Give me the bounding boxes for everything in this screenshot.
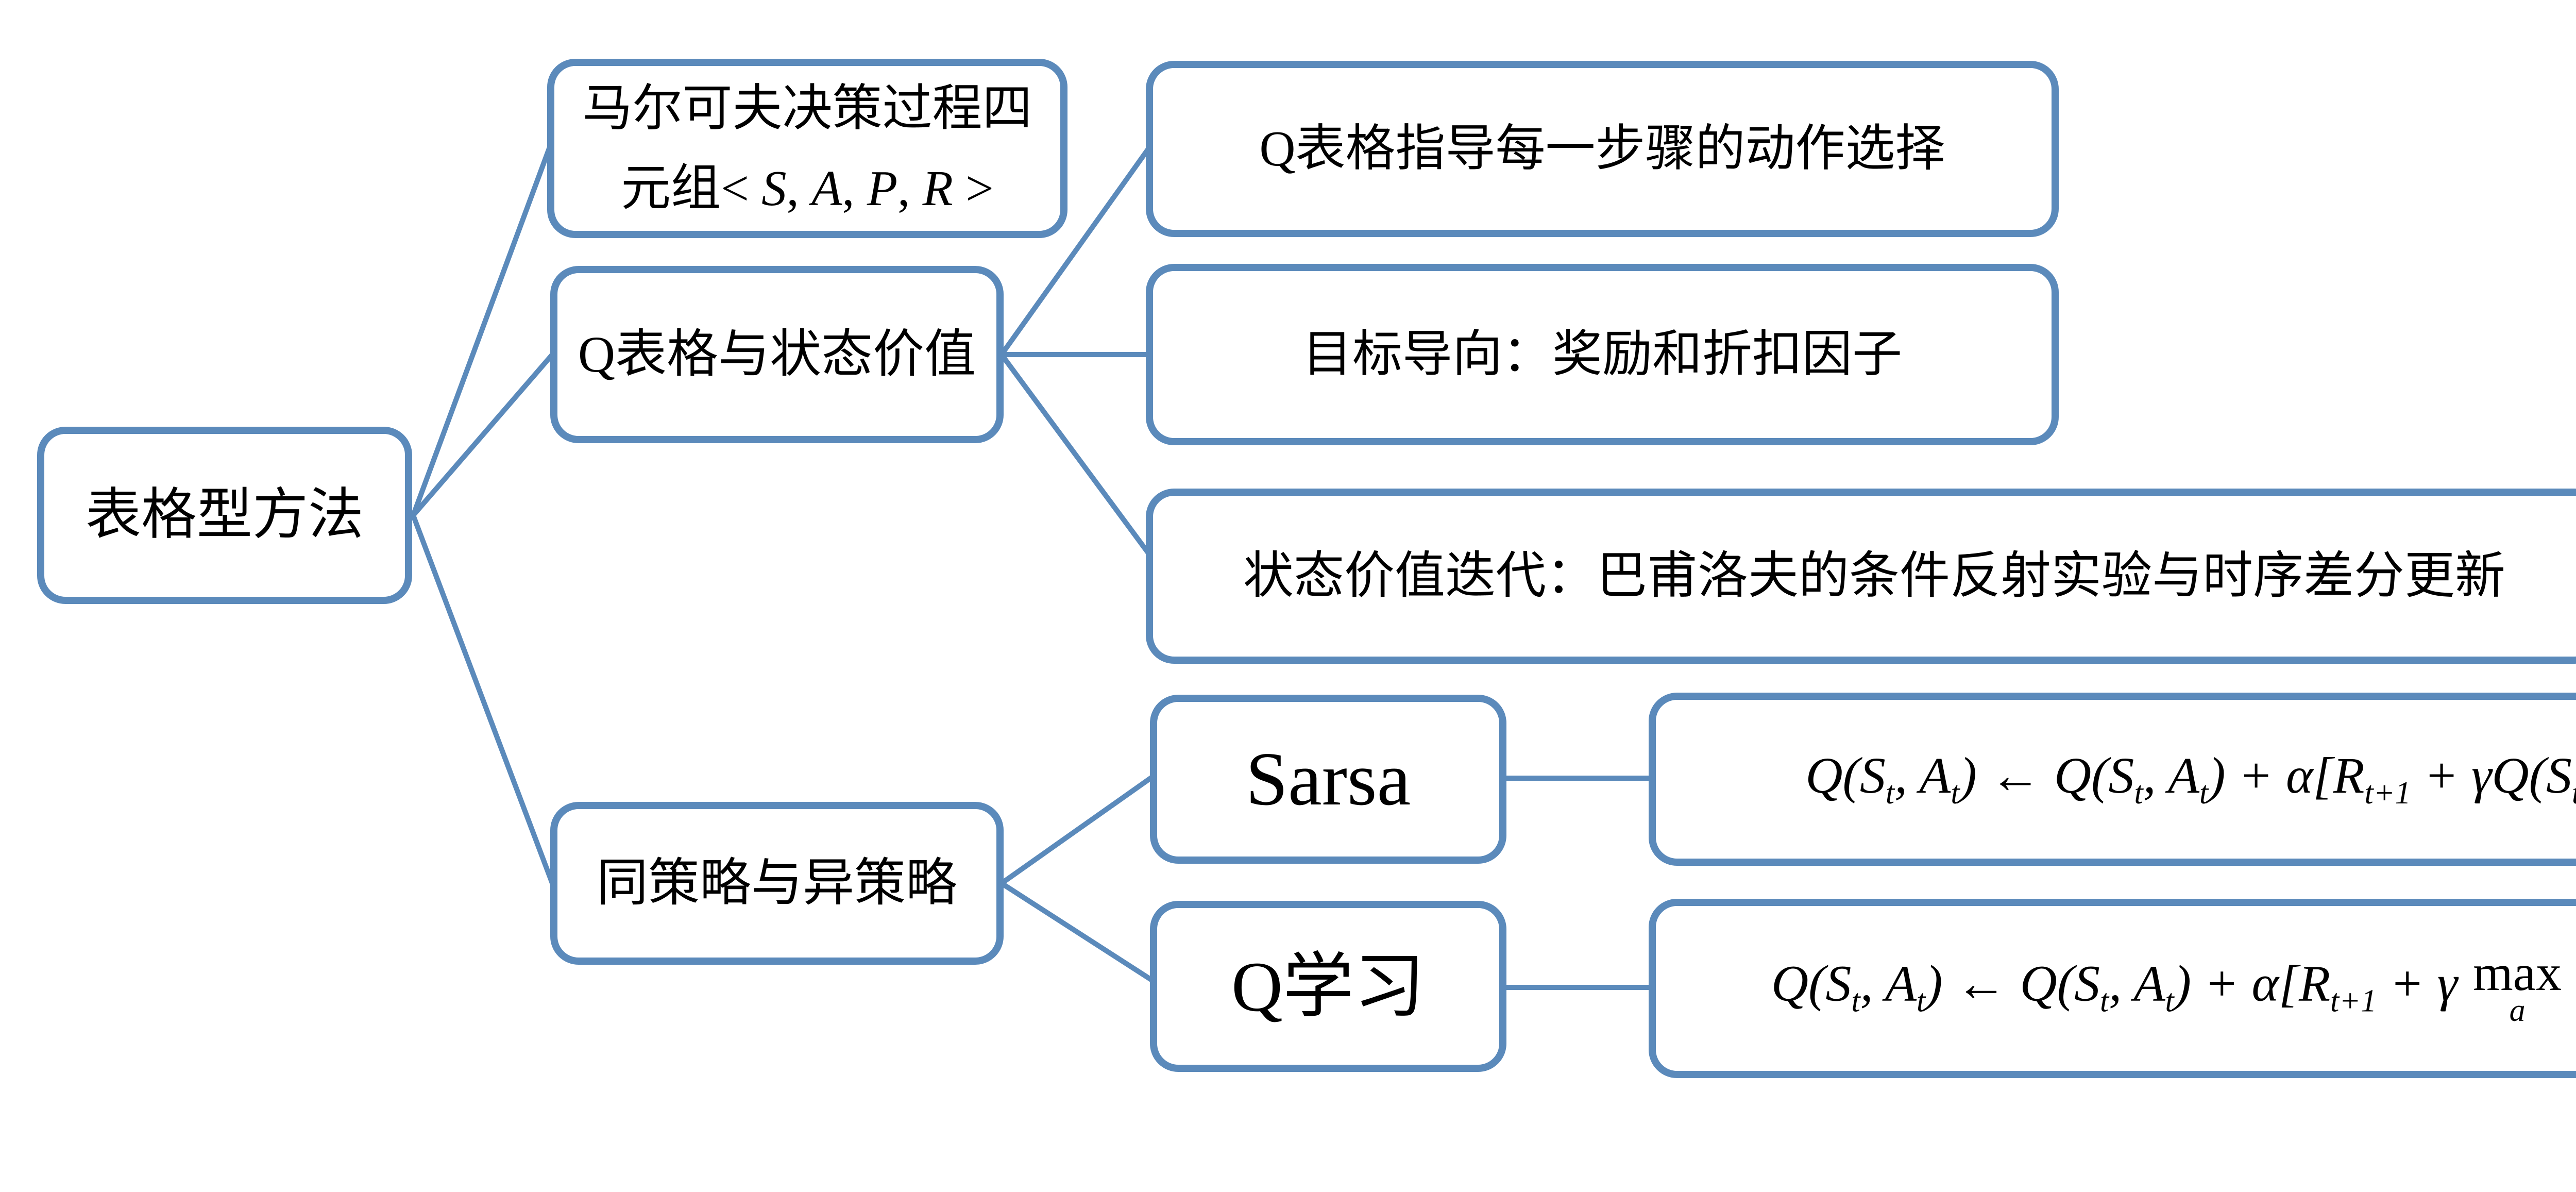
connector-policy-sarsa	[999, 775, 1155, 886]
connector-root-qtable	[411, 352, 555, 518]
qtable-state-value-node[interactable]: Q表格与状态价值	[550, 266, 1004, 443]
on-off-policy-label: 同策略与异策略	[597, 854, 957, 912]
connector-root-mdp	[411, 146, 552, 518]
qlearning-node[interactable]: Q学习	[1150, 901, 1506, 1072]
sarsa-node[interactable]: Sarsa	[1150, 695, 1506, 864]
goal-oriented-label: 目标导向：奖励和折扣因子	[1302, 327, 1902, 382]
sarsa-formula-node[interactable]: Q(St, At) ← Q(St, At) + α[Rt+1 + γQ(St+1…	[1649, 693, 2576, 866]
value-iteration-node[interactable]: 状态价值迭代：巴甫洛夫的条件反射实验与时序差分更新	[1146, 489, 2576, 664]
root-node-label: 表格型方法	[85, 484, 364, 546]
connector-policy-qlearn	[999, 881, 1155, 983]
qlearning-label: Q学习	[1231, 947, 1425, 1026]
mdp-tuple-label: 马尔可夫决策过程四元组< S, A, P, R >	[582, 80, 1032, 216]
connector-root-policy	[411, 513, 555, 886]
sarsa-formula: Q(St, At) ← Q(St, At) + α[Rt+1 + γQ(St+1…	[1805, 746, 2576, 811]
connector-qtable-action	[999, 147, 1150, 357]
on-off-policy-node[interactable]: 同策略与异策略	[550, 802, 1004, 965]
qtable-state-value-label: Q表格与状态价值	[578, 326, 976, 383]
sarsa-label: Sarsa	[1245, 737, 1411, 821]
action-selection-node[interactable]: Q表格指导每一步骤的动作选择	[1146, 61, 2059, 237]
action-selection-label: Q表格指导每一步骤的动作选择	[1259, 121, 1945, 177]
value-iteration-label: 状态价值迭代：巴甫洛夫的条件反射实验与时序差分更新	[1243, 548, 2505, 604]
connector-qtable-valueiter	[999, 352, 1150, 555]
goal-oriented-node[interactable]: 目标导向：奖励和折扣因子	[1146, 264, 2059, 445]
mdp-tuple-node[interactable]: 马尔可夫决策过程四元组< S, A, P, R >	[547, 59, 1067, 238]
root-node-tabular-methods[interactable]: 表格型方法	[37, 427, 412, 604]
